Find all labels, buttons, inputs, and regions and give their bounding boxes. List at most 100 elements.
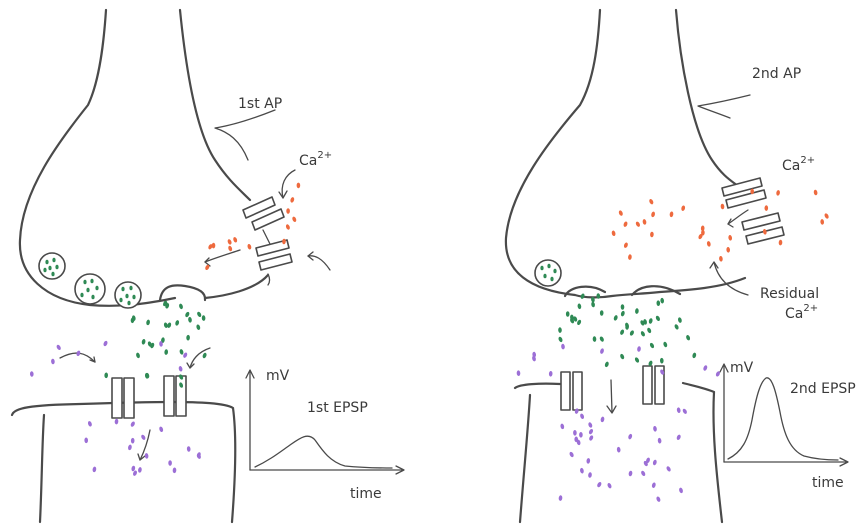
calcium-ion [642, 219, 647, 225]
calcium-ion [286, 208, 290, 214]
calcium-ion [651, 211, 656, 217]
transmitter-molecule [619, 329, 625, 336]
postsynaptic-ion [588, 435, 594, 442]
transmitter-molecule [202, 315, 206, 321]
right-ap-label: 2nd AP [752, 66, 801, 82]
right-x-axis-label: time [812, 475, 844, 491]
right-calcium-ions [611, 189, 829, 262]
right-postsynaptic-ions [517, 344, 721, 503]
postsynaptic-ion [678, 487, 683, 493]
transmitter-molecule [660, 358, 664, 364]
postsynaptic-ion [580, 468, 585, 474]
calcium-ion [764, 205, 768, 211]
transmitter-molecule [163, 322, 168, 328]
postsynaptic-ion [666, 466, 672, 473]
postsynaptic-ion [651, 482, 656, 488]
postsynaptic-ion [51, 359, 55, 365]
left-vesicle-1 [39, 253, 65, 279]
transmitter-molecule [619, 353, 625, 360]
calcium-ion [719, 256, 723, 262]
left-ca-label: Ca2+ [299, 150, 332, 169]
postsynaptic-ion [159, 426, 164, 432]
calcium-ion [706, 241, 711, 247]
postsynaptic-ion [30, 371, 34, 377]
postsynaptic-ion [628, 433, 633, 439]
left-ca-channel-upper [243, 197, 284, 244]
postsynaptic-ion [676, 407, 681, 413]
left-y-axis-label: mV [266, 368, 290, 384]
postsynaptic-ion [653, 426, 657, 432]
transmitter-molecule [655, 315, 661, 322]
right-y-axis-label: mV [730, 360, 754, 376]
postsynaptic-ion [549, 371, 553, 377]
postsynaptic-ion [84, 437, 88, 443]
postsynaptic-ion [573, 430, 577, 436]
calcium-ion [635, 221, 641, 228]
transmitter-molecule [634, 357, 640, 364]
calcium-ion [728, 235, 733, 241]
postsynaptic-ion [569, 451, 575, 458]
calcium-ion [623, 242, 628, 249]
left-ap-squiggle [215, 110, 275, 160]
left-ap-label: 1st AP [238, 96, 282, 112]
transmitter-molecule [593, 336, 597, 342]
calcium-ion [227, 239, 232, 246]
transmitter-molecule [604, 361, 609, 367]
calcium-ion [618, 210, 623, 217]
transmitter-molecule [146, 319, 151, 325]
calcium-ion [813, 189, 817, 195]
calcium-ion [623, 221, 628, 227]
transmitter-molecule [635, 308, 639, 314]
postsynaptic-ion [560, 423, 565, 429]
postsynaptic-ion [517, 370, 521, 376]
left-fusion-bump [160, 285, 205, 300]
postsynaptic-ion [114, 419, 118, 425]
transmitter-molecule [164, 349, 168, 355]
left-postsynaptic-membrane [12, 402, 235, 522]
transmitter-molecule [591, 301, 596, 307]
transmitter-molecule [577, 303, 582, 309]
transmitter-molecule [648, 318, 653, 324]
transmitter-molecule [621, 304, 625, 310]
transmitter-molecule [660, 298, 664, 304]
transmitter-molecule [186, 335, 190, 341]
postsynaptic-ion [173, 467, 177, 473]
left-ca-entry-arrow [282, 170, 295, 198]
postsynaptic-ion [586, 458, 590, 464]
left-ca-channel-lower [256, 240, 292, 285]
right-ion-influx-arrow [611, 380, 612, 412]
postsynaptic-ion [168, 460, 172, 466]
transmitter-molecule [649, 342, 655, 349]
right-ca-label: Ca2+ [782, 155, 815, 174]
postsynaptic-ion [558, 495, 562, 501]
left-epsp-label: 1st EPSP [307, 400, 368, 416]
calcium-ion [669, 211, 673, 217]
transmitter-molecule [558, 336, 564, 343]
transmitter-molecule [646, 327, 652, 334]
calcium-ion [247, 244, 252, 250]
right-ca-channel-lower [742, 213, 784, 244]
postsynaptic-ion [138, 467, 143, 473]
left-receptor-channel-1 [112, 378, 134, 418]
residual-label: Residual [760, 286, 819, 302]
left-x-axis-label: time [350, 486, 382, 502]
calcium-ion [212, 243, 216, 249]
left-epsp-plot [246, 370, 404, 474]
calcium-ion [285, 224, 290, 231]
right-receptor-channel-1 [561, 372, 582, 410]
postsynaptic-ion [92, 466, 97, 472]
left-panel: 1st AP Ca2+ 1st EPSP mV time [12, 10, 404, 522]
residual-ca-label: Ca2+ [785, 303, 818, 322]
transmitter-molecule [640, 330, 646, 337]
transmitter-molecule [196, 311, 202, 318]
postsynaptic-ion [599, 348, 604, 354]
transmitter-molecule [580, 293, 585, 299]
transmitter-molecule [175, 320, 180, 326]
transmitter-molecule [566, 311, 570, 317]
postsynaptic-ion [657, 438, 661, 444]
transmitter-molecule [104, 372, 108, 378]
postsynaptic-ion [588, 422, 593, 429]
transmitter-molecule [202, 352, 207, 359]
postsynaptic-ion [596, 481, 602, 488]
